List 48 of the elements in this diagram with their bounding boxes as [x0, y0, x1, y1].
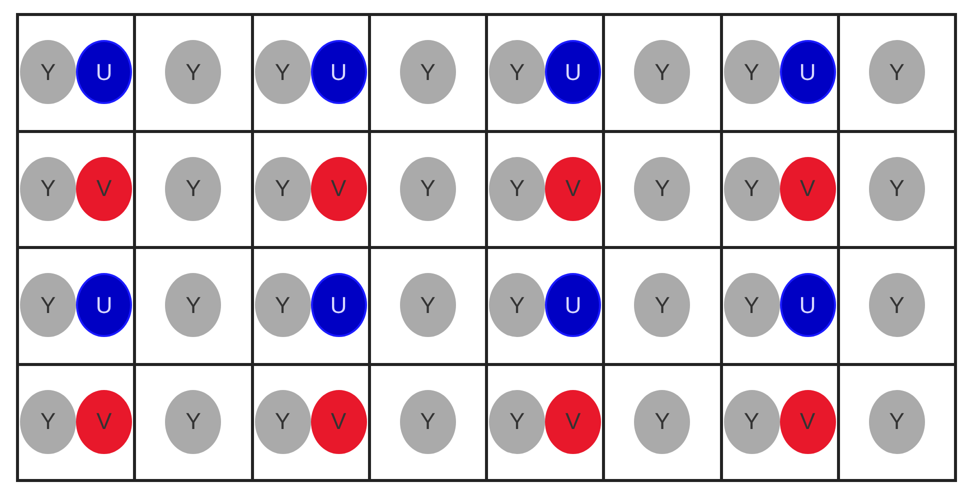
sample-label: Y [420, 177, 436, 200]
sample-label: U [330, 60, 347, 84]
sample-label: Y [744, 60, 760, 84]
sample-label: V [565, 177, 581, 200]
sample-label: Y [186, 294, 201, 316]
sample-label: Y [509, 410, 525, 433]
sample-label: Y [889, 294, 904, 316]
sample-label: Y [654, 410, 670, 433]
sample-label: V [330, 410, 346, 433]
sample-label: V [800, 410, 816, 433]
sample-label: U [564, 60, 582, 84]
sample-label: Y [889, 60, 904, 84]
sample-label: Y [40, 60, 56, 84]
sample-label: Y [186, 60, 201, 84]
sample-label: Y [40, 294, 56, 316]
sample-label: Y [509, 294, 525, 316]
sample-label: Y [654, 177, 670, 200]
sample-label: V [800, 177, 816, 200]
sample-label: Y [509, 60, 525, 84]
sample-label: V [565, 410, 581, 433]
sample-label: U [96, 294, 112, 316]
sample-label: Y [744, 410, 760, 433]
sample-label: Y [274, 60, 290, 84]
sample-label: Y [274, 177, 290, 200]
sample-label: Y [889, 410, 904, 433]
sample-label: V [96, 410, 112, 433]
sample-label: U [799, 294, 816, 316]
sample-label: V [330, 177, 346, 200]
sample-label: U [330, 294, 347, 316]
sample-label: Y [654, 60, 670, 84]
sample-label: Y [420, 294, 436, 316]
sample-label: Y [744, 177, 760, 200]
sample-label: Y [744, 294, 760, 316]
sample-label: U [564, 294, 582, 316]
sample-label: Y [509, 177, 525, 200]
sample-label: Y [420, 410, 436, 433]
sample-label: Y [274, 410, 290, 433]
sample-label: Y [40, 177, 56, 200]
sample-label: U [96, 60, 112, 84]
sample-label: Y [654, 294, 670, 316]
sample-label: U [799, 60, 816, 84]
sample-label: Y [186, 410, 201, 433]
sample-label: Y [40, 410, 56, 433]
sample-label: Y [186, 177, 201, 200]
sample-label: V [96, 177, 112, 200]
sample-label: Y [420, 60, 436, 84]
sample-label: Y [889, 177, 904, 200]
sample-label: Y [274, 294, 290, 316]
